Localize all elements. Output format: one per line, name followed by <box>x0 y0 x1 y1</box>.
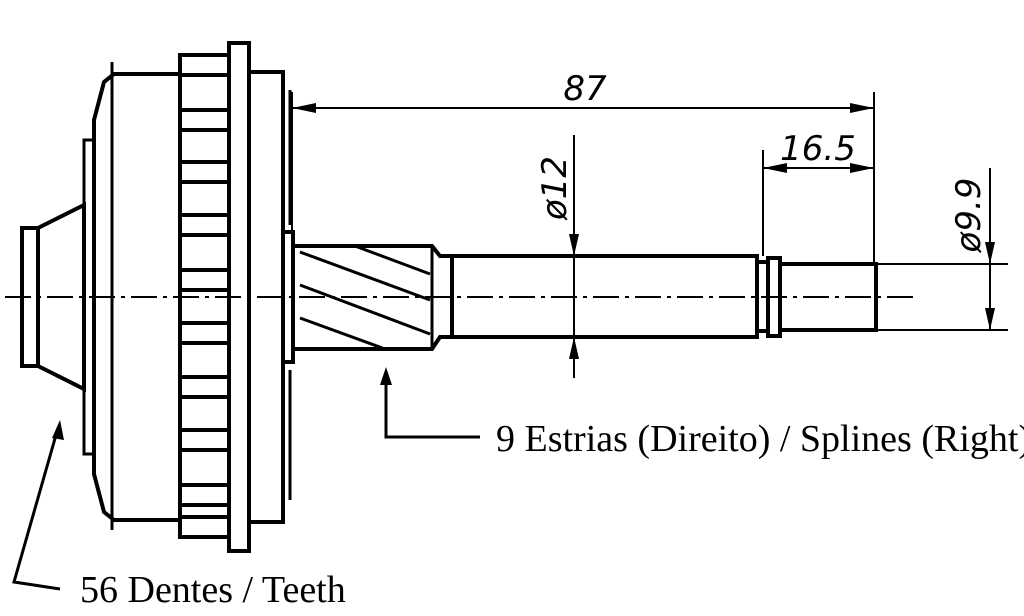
gear-tooth <box>178 483 231 507</box>
gear-tooth <box>178 108 231 132</box>
teeth-callout: 56 Dentes / Teeth <box>12 420 346 611</box>
gear-tooth <box>178 375 231 399</box>
dimension-d12: ø12 <box>535 135 579 378</box>
spline-hatch <box>299 244 431 351</box>
gear-tooth <box>178 53 231 77</box>
main-shaft <box>452 254 878 339</box>
gear-tooth <box>178 428 231 452</box>
gear-tooth <box>178 321 231 345</box>
gear-tooth <box>178 160 231 184</box>
gear-tooth <box>178 268 231 292</box>
gear-tooth <box>178 515 231 539</box>
dimension-d9-9-label: ø9.9 <box>949 178 989 254</box>
dimension-16-5-label: 16.5 <box>780 129 856 169</box>
dimension-87: 87 <box>291 69 875 262</box>
dimension-d9-9: ø9.9 <box>876 168 1008 331</box>
dimension-d12-label: ø12 <box>535 156 575 221</box>
splines-callout: 9 Estrias (Direito) / Splines (Right) <box>380 367 1024 460</box>
dimension-16-5: 16.5 <box>762 129 874 256</box>
dimension-87-label: 87 <box>563 69 607 109</box>
gear-tooth <box>178 213 231 237</box>
teeth-callout-label: 56 Dentes / Teeth <box>80 569 346 611</box>
splines-callout-label: 9 Estrias (Direito) / Splines (Right) <box>496 418 1024 460</box>
